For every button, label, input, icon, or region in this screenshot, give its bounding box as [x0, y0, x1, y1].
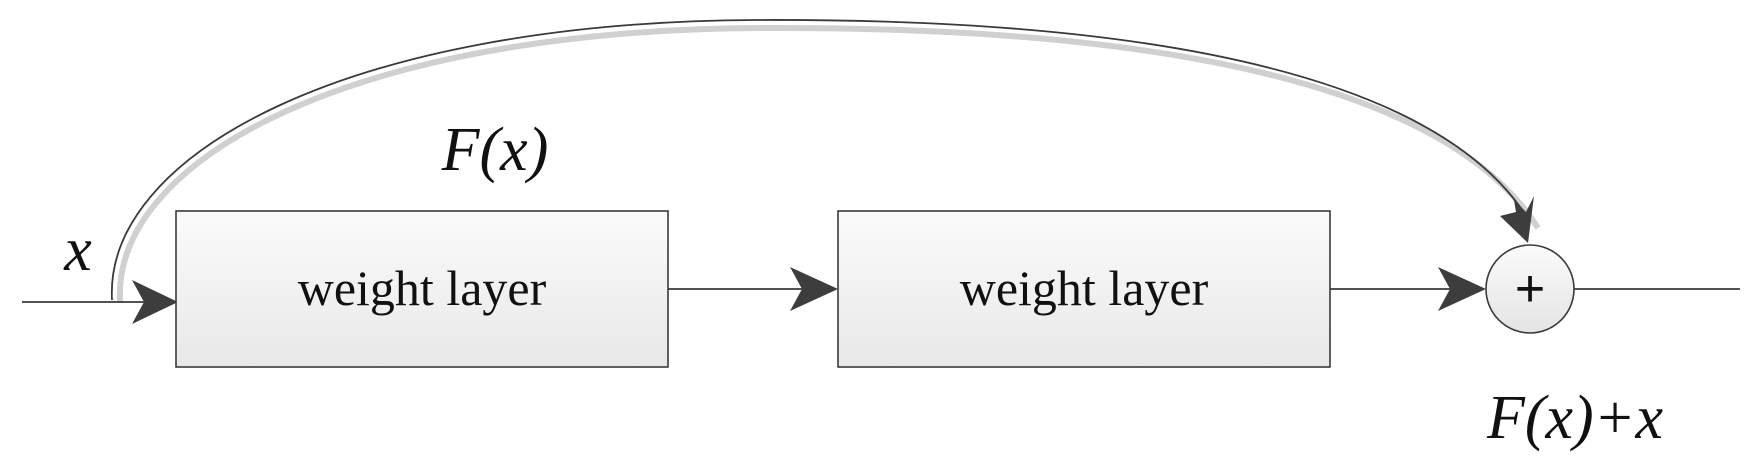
shortcut-curve-shadow: [116, 24, 1541, 303]
weight-layer-1: weight layer: [175, 210, 669, 368]
residual-function-label: F(x): [441, 116, 549, 184]
input-arrowhead: [132, 280, 178, 324]
shortcut-connection: [111, 19, 1541, 303]
output-label: F(x)+x: [1486, 384, 1664, 452]
weight-layer-2: weight layer: [837, 210, 1331, 368]
input-label: x: [63, 216, 92, 284]
layer-connection: [668, 267, 838, 311]
plus-icon: +: [1515, 260, 1545, 318]
weight-layer-label: weight layer: [960, 260, 1209, 316]
weight-layer-box: [175, 210, 669, 368]
sum-node: +: [1485, 244, 1575, 334]
shortcut-arrowhead: [1500, 196, 1534, 243]
sum-input-arrowhead: [1438, 267, 1486, 311]
input-path: [22, 280, 178, 324]
connection-arrowhead: [790, 267, 838, 311]
weight-layer-label: weight layer: [298, 260, 547, 316]
weight-layer-box: [837, 210, 1331, 368]
sum-input: [1330, 267, 1486, 311]
shortcut-curve: [111, 19, 1531, 301]
